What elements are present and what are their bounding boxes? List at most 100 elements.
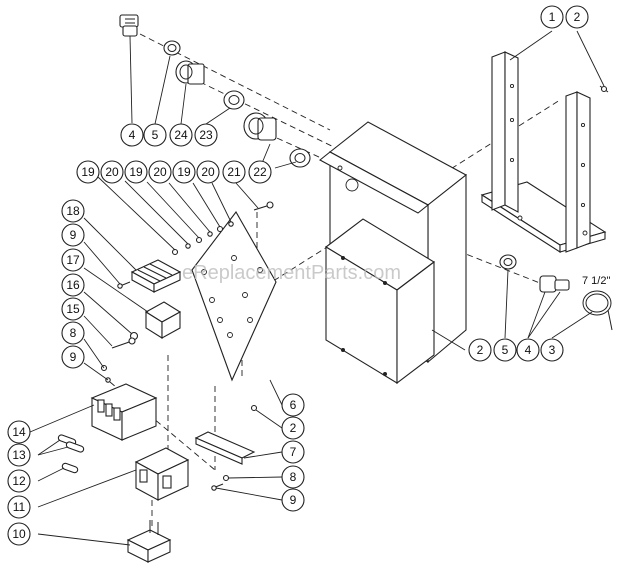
fuse-12-icon [61, 462, 79, 474]
callout-16: 16 [61, 273, 85, 297]
svg-text:8: 8 [70, 326, 77, 340]
callout-19c: 19 [172, 160, 196, 184]
callout-18: 18 [61, 199, 85, 223]
svg-text:19: 19 [129, 165, 143, 179]
callout-15: 15 [61, 297, 85, 321]
callout-7: 7 [281, 440, 305, 464]
callout-20b: 20 [148, 160, 172, 184]
svg-text:9: 9 [70, 228, 77, 242]
callout-19b: 19 [124, 160, 148, 184]
dimension-label: 7 1/2" [582, 275, 610, 287]
leader-lines [29, 30, 605, 546]
svg-text:6: 6 [290, 398, 297, 412]
cord-icon [582, 290, 613, 331]
svg-text:9: 9 [290, 493, 297, 507]
callout-3: 3 [540, 338, 564, 362]
svg-text:5: 5 [502, 343, 509, 357]
callout-17: 17 [61, 248, 85, 272]
callout-11: 11 [7, 495, 31, 519]
svg-text:16: 16 [66, 278, 80, 292]
callout-10: 10 [7, 522, 31, 546]
svg-text:2: 2 [574, 10, 581, 24]
callout-8b: 8 [281, 465, 305, 489]
svg-text:4: 4 [129, 128, 136, 142]
enclosure-cover [325, 218, 435, 385]
svg-text:12: 12 [12, 474, 26, 488]
svg-text:20: 20 [153, 165, 167, 179]
svg-text:9: 9 [70, 350, 77, 364]
din-rail [194, 431, 256, 465]
callout-9c: 9 [281, 488, 305, 512]
callout-4: 4 [120, 123, 144, 147]
screws-8-9-icons [100, 364, 111, 383]
callout-22: 22 [248, 160, 272, 184]
screw-9-upper-icon [117, 281, 131, 289]
svg-text:23: 23 [199, 128, 213, 142]
svg-text:4: 4 [525, 343, 532, 357]
fuse-holder [144, 301, 182, 339]
svg-text:13: 13 [12, 448, 26, 462]
fuse-icons [57, 434, 85, 453]
svg-text:18: 18 [66, 204, 80, 218]
cord-grip-large-icon [243, 112, 277, 141]
transformer [90, 383, 158, 441]
cord-grip-right-icon [539, 275, 570, 293]
callout-23: 23 [194, 123, 218, 147]
back-panel [191, 211, 277, 382]
callout-20a: 20 [100, 160, 124, 184]
callout-2b: 2 [281, 416, 305, 440]
callout-14: 14 [7, 420, 31, 444]
svg-text:17: 17 [66, 253, 80, 267]
callout-8a: 8 [61, 321, 85, 345]
callout-1: 1 [540, 5, 564, 29]
screw-21-icon [253, 201, 274, 211]
cord-grip-medium-icon [175, 60, 205, 85]
svg-text:2: 2 [477, 343, 484, 357]
screw-15-icon [111, 337, 136, 349]
mounting-hardware-icons [171, 221, 234, 256]
callout-5: 5 [143, 123, 167, 147]
callout-24: 24 [169, 123, 193, 147]
callout-4b: 4 [516, 338, 540, 362]
svg-text:19: 19 [177, 165, 191, 179]
callout-5b: 5 [493, 338, 517, 362]
terminal-strip [130, 259, 182, 293]
contactor [134, 447, 190, 501]
locknut-small-icon [163, 40, 181, 56]
locknut-right-icon [499, 254, 517, 270]
svg-text:7: 7 [290, 445, 297, 459]
callout-2: 2 [565, 5, 589, 29]
svg-text:24: 24 [174, 128, 188, 142]
locknut-large-icon [289, 148, 311, 168]
callout-21: 21 [222, 160, 246, 184]
callout-19a: 19 [76, 160, 100, 184]
callout-13: 13 [7, 443, 31, 467]
svg-text:8: 8 [290, 470, 297, 484]
callout-2c: 2 [468, 338, 492, 362]
svg-text:11: 11 [13, 500, 26, 514]
svg-text:5: 5 [152, 128, 159, 142]
svg-text:15: 15 [66, 302, 80, 316]
callout-9a: 9 [61, 223, 85, 247]
callout-12: 12 [7, 469, 31, 493]
watermark: eReplacementParts.com [182, 262, 401, 284]
svg-text:2: 2 [290, 421, 297, 435]
callout-20c: 20 [196, 160, 220, 184]
svg-text:3: 3 [549, 343, 556, 357]
locknut-medium-icon [223, 90, 245, 110]
svg-text:14: 14 [12, 425, 26, 439]
cord-grip-small-icon [119, 14, 139, 37]
svg-text:21: 21 [227, 165, 241, 179]
svg-text:22: 22 [253, 165, 267, 179]
stand-bracket [480, 51, 607, 254]
overload-block [126, 520, 172, 563]
svg-text:1: 1 [549, 10, 556, 24]
svg-text:10: 10 [12, 527, 26, 541]
callout-9b: 9 [61, 345, 85, 369]
stand-screw-icon [599, 85, 609, 93]
svg-text:20: 20 [105, 165, 119, 179]
svg-text:20: 20 [201, 165, 215, 179]
svg-text:19: 19 [81, 165, 95, 179]
callout-6: 6 [281, 393, 305, 417]
